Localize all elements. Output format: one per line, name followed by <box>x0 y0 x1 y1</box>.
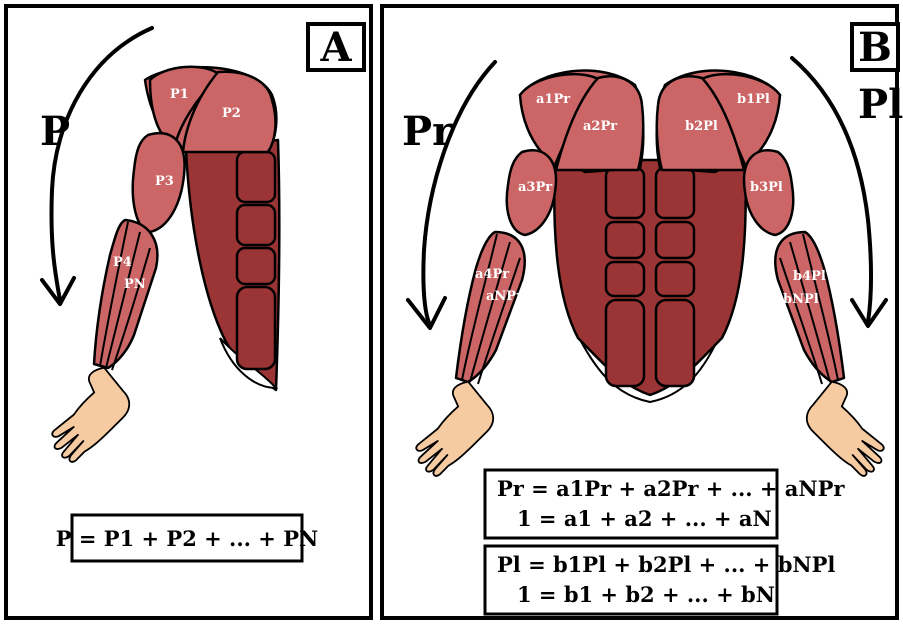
label-b1: b1Pl <box>737 92 770 107</box>
equation-a: P = P1 + P2 + ... + PN <box>56 526 318 551</box>
label-p2: P2 <box>222 106 241 121</box>
equation-pl-line2: 1 = b1 + b2 + ... + bN <box>517 582 775 607</box>
label-a4: a4Pr <box>475 267 509 282</box>
label-pn: PN <box>124 277 146 292</box>
label-b2: b2Pl <box>685 119 718 134</box>
arrow-pl-label: Pl <box>858 81 903 128</box>
label-bn: bNPl <box>783 292 819 307</box>
equation-pr-line1: Pr = a1Pr + a2Pr + ... + aNPr <box>497 476 845 501</box>
equation-pr-line2: 1 = a1 + a2 + ... + aN <box>517 506 772 531</box>
label-a3: a3Pr <box>518 180 552 195</box>
panel-b-tag-text: B <box>858 24 892 71</box>
label-p3: P3 <box>155 174 174 189</box>
label-a2: a2Pr <box>583 119 617 134</box>
label-an: aNPr <box>486 289 523 304</box>
panel-a-tag: A <box>308 24 364 71</box>
equation-pl-line1: Pl = b1Pl + b2Pl + ... + bNPl <box>497 552 835 577</box>
panel-a-tag-text: A <box>319 24 352 71</box>
label-a1: a1Pr <box>536 92 570 107</box>
label-p1: P1 <box>170 87 189 102</box>
panel-b-tag: B <box>852 24 898 71</box>
arrow-pr-label: Pr <box>402 108 454 155</box>
label-b3: b3Pl <box>750 180 783 195</box>
label-p4: P4 <box>113 255 132 270</box>
arrow-p-label: P <box>40 108 70 155</box>
label-b4: b4Pl <box>793 269 826 284</box>
